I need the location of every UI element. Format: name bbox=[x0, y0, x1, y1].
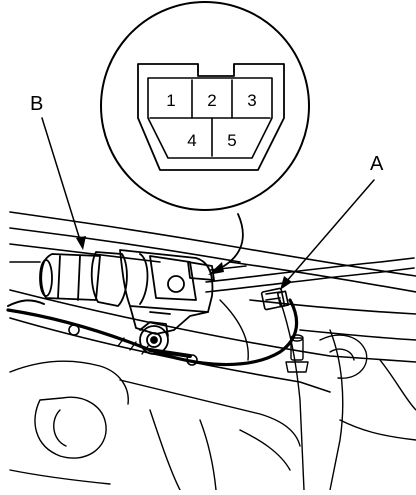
callout-b-label: B bbox=[30, 93, 43, 115]
engine-bay-lower bbox=[9, 299, 416, 491]
wiring-harness bbox=[6, 298, 299, 367]
pin-1-label: 1 bbox=[166, 91, 175, 110]
pin-2-label: 2 bbox=[207, 91, 216, 110]
wiper-motor bbox=[39, 249, 215, 335]
pin-3-label: 3 bbox=[247, 91, 256, 110]
callout-b-leader bbox=[41, 117, 86, 250]
connector-pins: 1 2 3 4 5 bbox=[166, 91, 256, 150]
zoom-leader bbox=[208, 213, 244, 275]
connector-detail-zoom bbox=[100, 1, 310, 211]
pin-5-label: 5 bbox=[227, 131, 236, 150]
pivot-nut bbox=[139, 321, 169, 355]
callout-a-leader bbox=[280, 179, 375, 290]
pin-4-label: 4 bbox=[187, 131, 196, 150]
connector-a bbox=[260, 287, 290, 311]
callout-a-label: A bbox=[370, 153, 384, 175]
reservoir-cap bbox=[285, 334, 368, 379]
